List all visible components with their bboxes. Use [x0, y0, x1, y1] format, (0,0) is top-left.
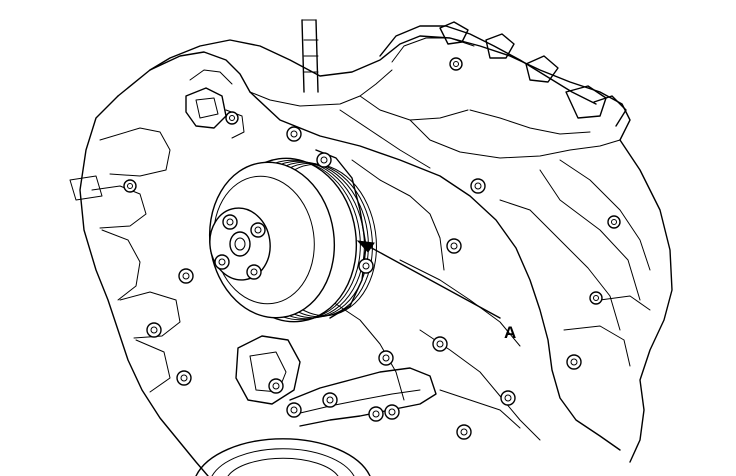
water-pump-pulley — [208, 157, 377, 323]
crankshaft-pulley-partial — [195, 438, 371, 476]
coolant-pipe — [289, 367, 437, 427]
timing-cover-outline — [249, 91, 621, 451]
lower-bracket — [235, 335, 301, 405]
water-pump-housing — [315, 149, 367, 319]
pulley-hub-bolts — [214, 214, 266, 280]
engine-block-inner-left — [117, 51, 251, 97]
intake-manifold-outline — [149, 35, 631, 141]
cover-bolts — [123, 57, 621, 440]
callout-arrowhead — [356, 240, 375, 253]
dipstick-tube — [301, 19, 305, 93]
callout-label-a: A — [504, 323, 516, 342]
callout-leader-line — [367, 245, 501, 319]
cylinder-head-right — [619, 139, 673, 463]
sensor-connector-left — [185, 87, 227, 129]
wiring-harness — [379, 25, 597, 105]
engine-block-outline — [79, 95, 209, 476]
